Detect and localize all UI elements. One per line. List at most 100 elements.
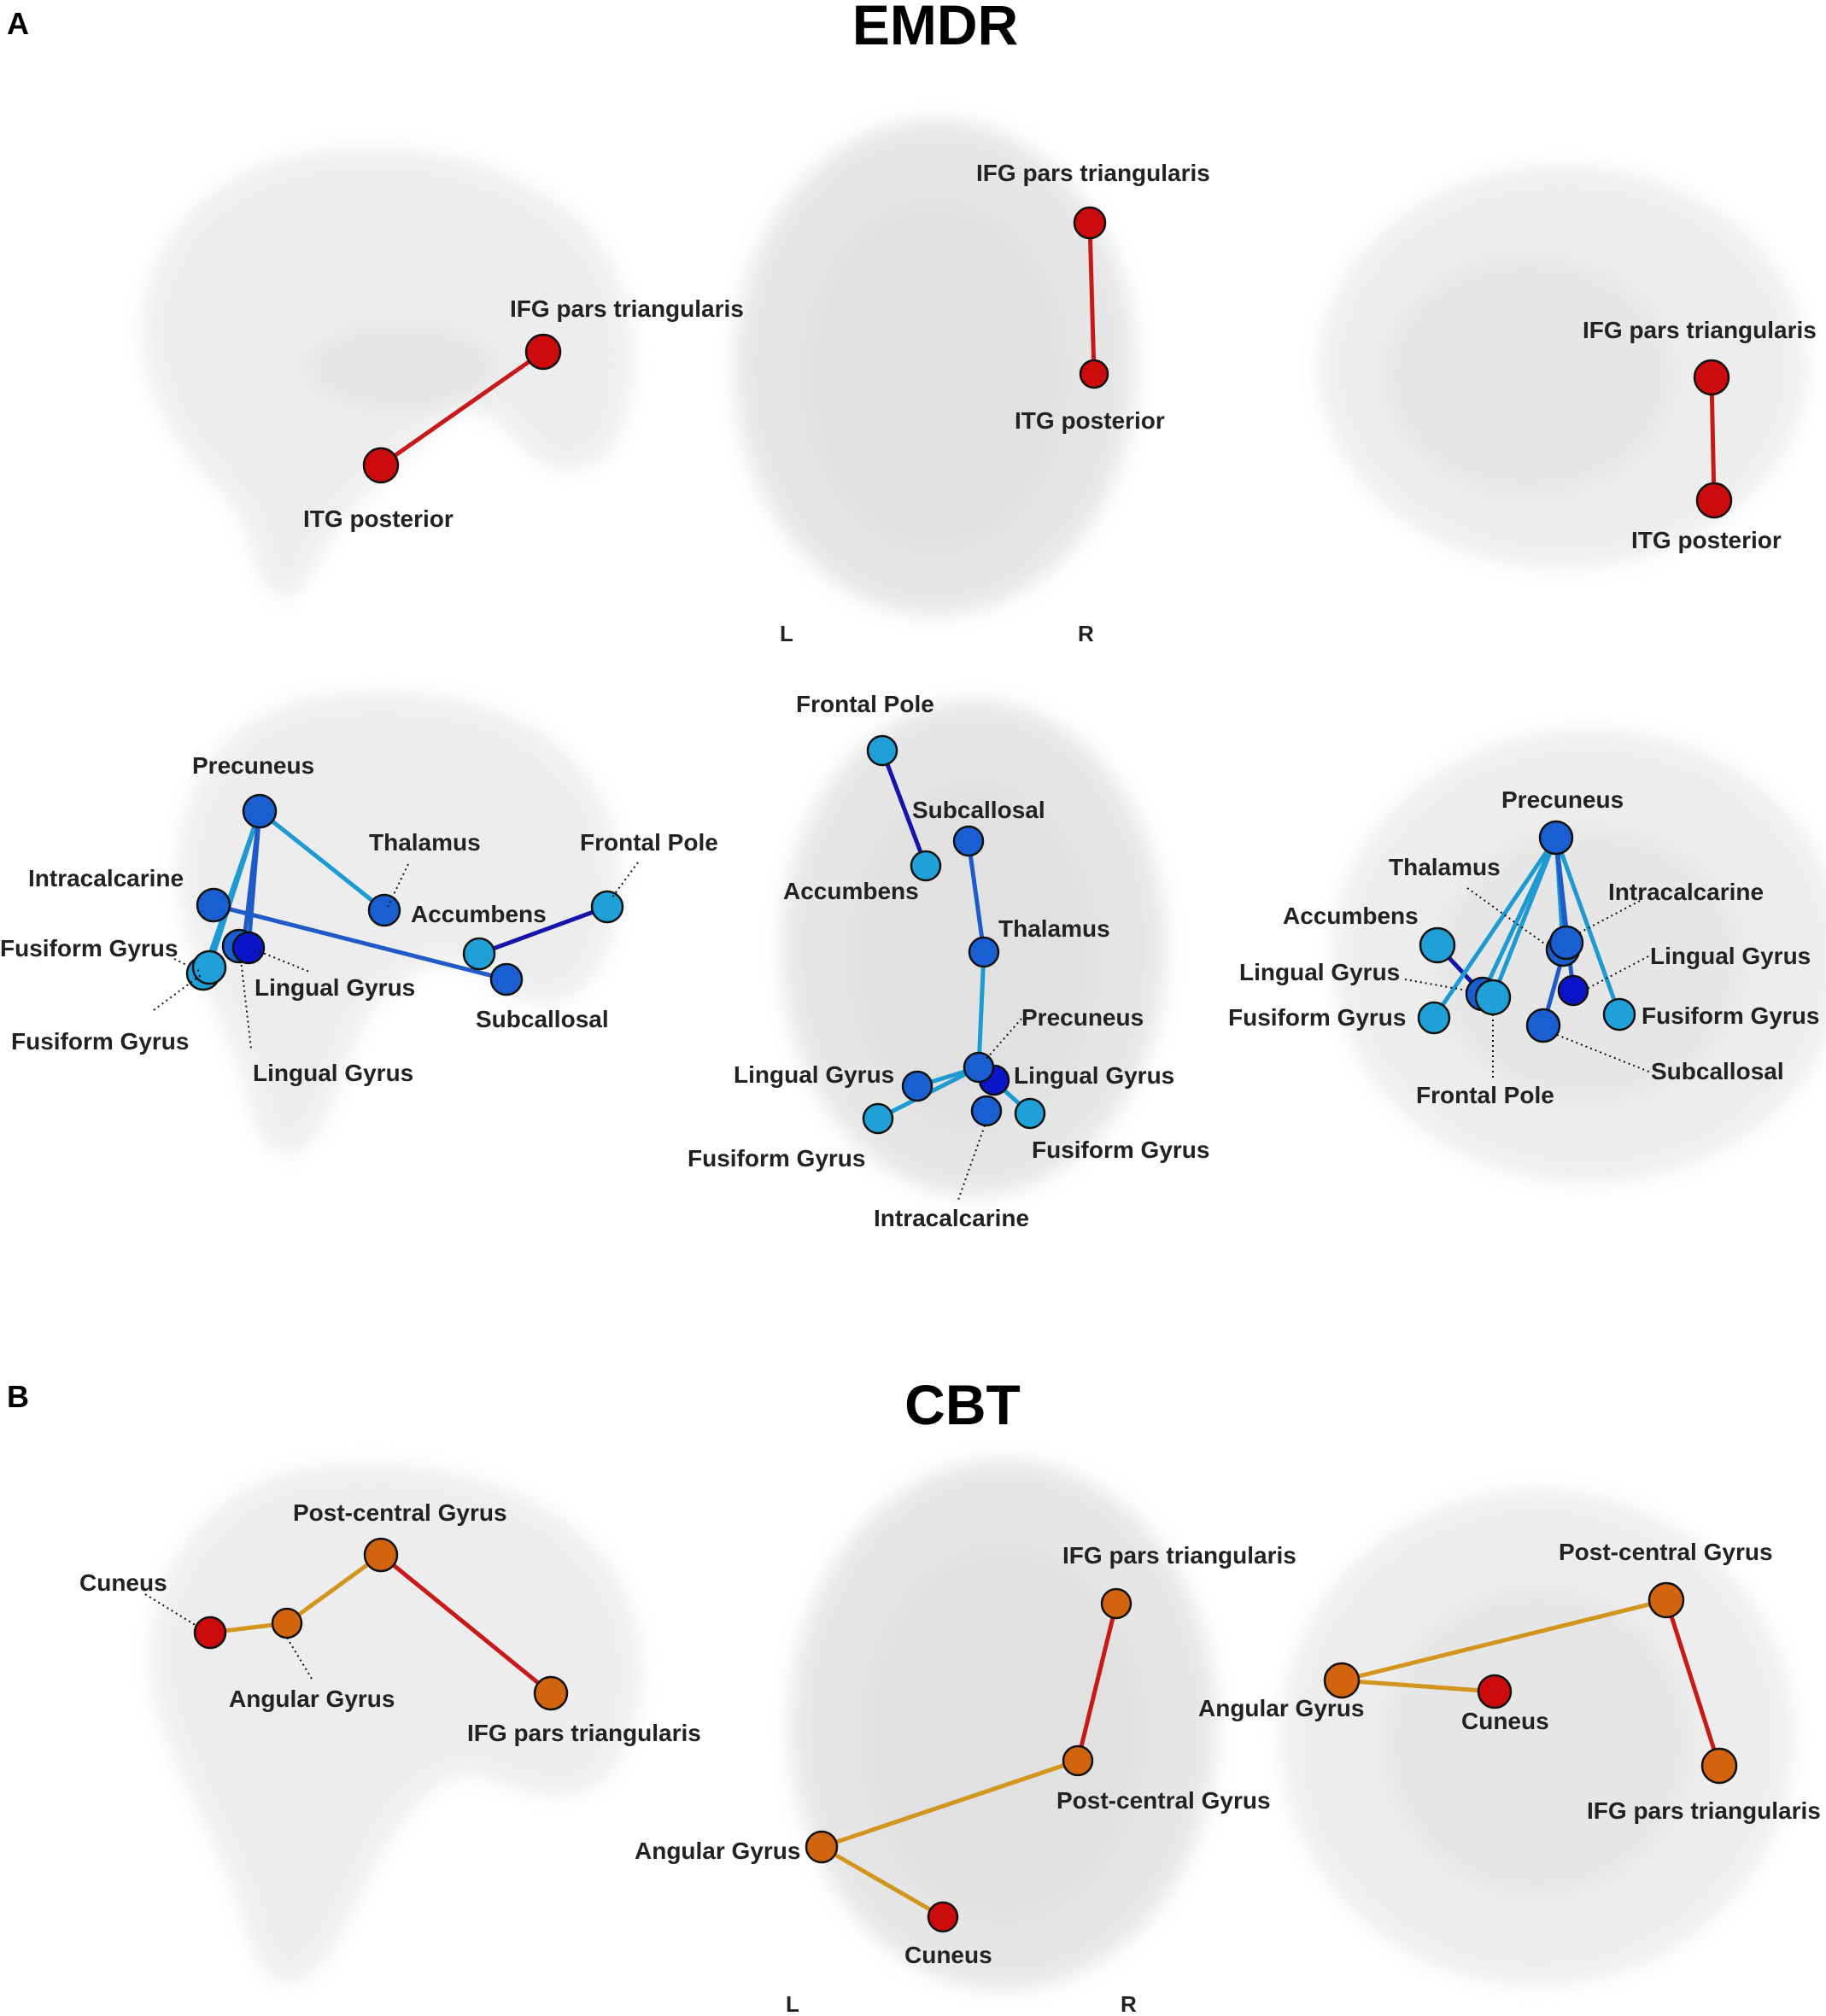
leader-intracalcarine xyxy=(957,1125,986,1203)
edge-angular-postcentral xyxy=(284,1552,383,1626)
edge-accumbens-frontal-pole xyxy=(477,904,610,956)
node-intracalcarine xyxy=(1548,925,1584,961)
label-lingual-r: Lingual Gyrus xyxy=(1014,1062,1174,1089)
edge-precuneus-lingual-b xyxy=(246,809,262,950)
label-fusiform-r: Fusiform Gyrus xyxy=(1642,1002,1819,1029)
node-postcentral xyxy=(1647,1581,1685,1619)
edge-angular-postcentral xyxy=(1339,1598,1669,1683)
node-frontal-pole xyxy=(590,890,624,924)
label-intracalcarine: Intracalcarine xyxy=(28,865,184,891)
leader-subcallosal xyxy=(1556,1034,1652,1073)
edge-frontal-pole-accumbens xyxy=(880,748,928,868)
node-postcentral xyxy=(1062,1744,1094,1777)
label-lingual-right: Lingual Gyrus xyxy=(255,974,415,1001)
node-accumbens xyxy=(462,937,496,971)
label-precuneus: Precuneus xyxy=(192,752,314,779)
edge-ifg-postcentral xyxy=(1075,1601,1119,1763)
node-cuneus xyxy=(927,1901,959,1933)
node-ifg xyxy=(1700,1747,1738,1785)
label-ifg: IFG pars triangularis xyxy=(467,1720,701,1746)
label-fusiform-bottom: Fusiform Gyrus xyxy=(11,1028,189,1055)
label-thalamus: Thalamus xyxy=(998,915,1110,942)
cbt-coronal: Post-central Gyrus Angular Gyrus Cuneus … xyxy=(1198,1539,1821,1824)
brain-sagittal-emdr-1 xyxy=(143,148,633,599)
node-angular xyxy=(271,1607,303,1639)
label-itg: ITG posterior xyxy=(303,505,454,532)
label-angular: Angular Gyrus xyxy=(635,1838,800,1864)
side-left-cbt: L xyxy=(786,1991,799,2016)
node-angular xyxy=(1323,1662,1361,1699)
emdr-row1-axial: IFG pars triangularis ITG posterior xyxy=(976,160,1210,434)
node-ifg xyxy=(1100,1587,1132,1620)
label-cuneus: Cuneus xyxy=(79,1569,167,1596)
label-fusiform-top: Fusiform Gyrus xyxy=(0,935,178,961)
node-frontal-pole xyxy=(1474,979,1512,1016)
label-accumbens: Accumbens xyxy=(783,878,919,904)
edge-postcentral-angular xyxy=(819,1758,1080,1849)
brain-axial-emdr-1 xyxy=(734,120,1136,615)
edge-precuneus-thalamus xyxy=(257,809,387,913)
node-lingual-b xyxy=(231,931,266,965)
node-fusiform-l xyxy=(1417,1001,1451,1035)
label-precuneus: Precuneus xyxy=(1021,1004,1144,1031)
node-subcallosal xyxy=(489,962,524,996)
panel-a-letter: A xyxy=(7,6,29,41)
node-itg xyxy=(1079,359,1109,389)
label-fusiform-l: Fusiform Gyrus xyxy=(1228,1004,1406,1031)
label-intracalcarine: Intracalcarine xyxy=(1608,879,1764,905)
label-fusiform-r: Fusiform Gyrus xyxy=(1032,1137,1209,1163)
brain-coronal-emdr-2 xyxy=(1332,730,1826,1183)
edge-ifg-itg xyxy=(1087,220,1097,377)
label-cuneus: Cuneus xyxy=(904,1942,992,1968)
label-angular: Angular Gyrus xyxy=(1198,1695,1364,1721)
node-fusiform-r xyxy=(1602,997,1636,1031)
label-ifg: IFG pars triangularis xyxy=(1587,1797,1821,1824)
cbt-sagittal: Post-central Gyrus Cuneus Angular Gyrus … xyxy=(79,1499,701,1746)
edge-ifg-itg xyxy=(378,349,546,468)
edge-thalamus-precuneus xyxy=(976,950,986,1070)
node-fusiform-b xyxy=(191,950,227,985)
node-precuneus xyxy=(963,1051,995,1084)
node-cuneus xyxy=(1477,1674,1513,1709)
node-thalamus xyxy=(968,936,1000,968)
edge-angular-cuneus xyxy=(819,1844,945,1920)
label-intracalcarine: Intracalcarine xyxy=(874,1205,1029,1231)
label-ifg: IFG pars triangularis xyxy=(510,295,744,322)
node-precuneus xyxy=(1538,820,1574,856)
label-accumbens: Accumbens xyxy=(1283,903,1419,929)
panel-b-letter: B xyxy=(7,1379,29,1414)
node-ifg xyxy=(524,333,562,371)
node-subcallosal xyxy=(1525,1008,1561,1043)
brain-axial-cbt xyxy=(790,1460,1217,1990)
edge-angular-cuneus xyxy=(1339,1678,1497,1694)
edge-precuneus-frontal-pole xyxy=(1490,835,1559,1000)
node-accumbens xyxy=(910,850,942,882)
label-cuneus: Cuneus xyxy=(1461,1708,1549,1734)
brain-coronal-emdr-1 xyxy=(1320,167,1806,568)
leader-intracalcarine xyxy=(1579,900,1641,933)
node-lingual-r xyxy=(1557,974,1589,1007)
node-thalamus xyxy=(367,893,401,927)
label-ifg: IFG pars triangularis xyxy=(1583,317,1817,343)
node-cuneus xyxy=(193,1616,227,1650)
node-fusiform-r xyxy=(1014,1097,1046,1130)
node-itg xyxy=(362,447,400,484)
label-postcentral: Post-central Gyrus xyxy=(293,1499,507,1526)
edge-intracalcarine-subcallosal xyxy=(211,903,509,982)
node-postcentral xyxy=(363,1537,399,1573)
node-intracalcarine xyxy=(196,887,231,923)
label-thalamus: Thalamus xyxy=(369,829,481,856)
edge-precuneus-fusiform-r xyxy=(1554,835,1622,1017)
label-angular: Angular Gyrus xyxy=(229,1686,395,1712)
node-subcallosal xyxy=(952,825,985,857)
node-itg xyxy=(1695,482,1733,519)
label-precuneus: Precuneus xyxy=(1501,786,1624,813)
side-left-emdr: L xyxy=(780,621,793,646)
emdr-row1-coronal: IFG pars triangularis ITG posterior xyxy=(1583,317,1817,553)
label-subcallosal: Subcallosal xyxy=(912,797,1045,823)
label-thalamus: Thalamus xyxy=(1389,854,1501,880)
node-precuneus xyxy=(242,793,278,829)
leader-frontal-pole xyxy=(611,862,639,899)
emdr-title: EMDR xyxy=(852,0,1018,56)
label-lingual-bottom: Lingual Gyrus xyxy=(253,1060,413,1086)
